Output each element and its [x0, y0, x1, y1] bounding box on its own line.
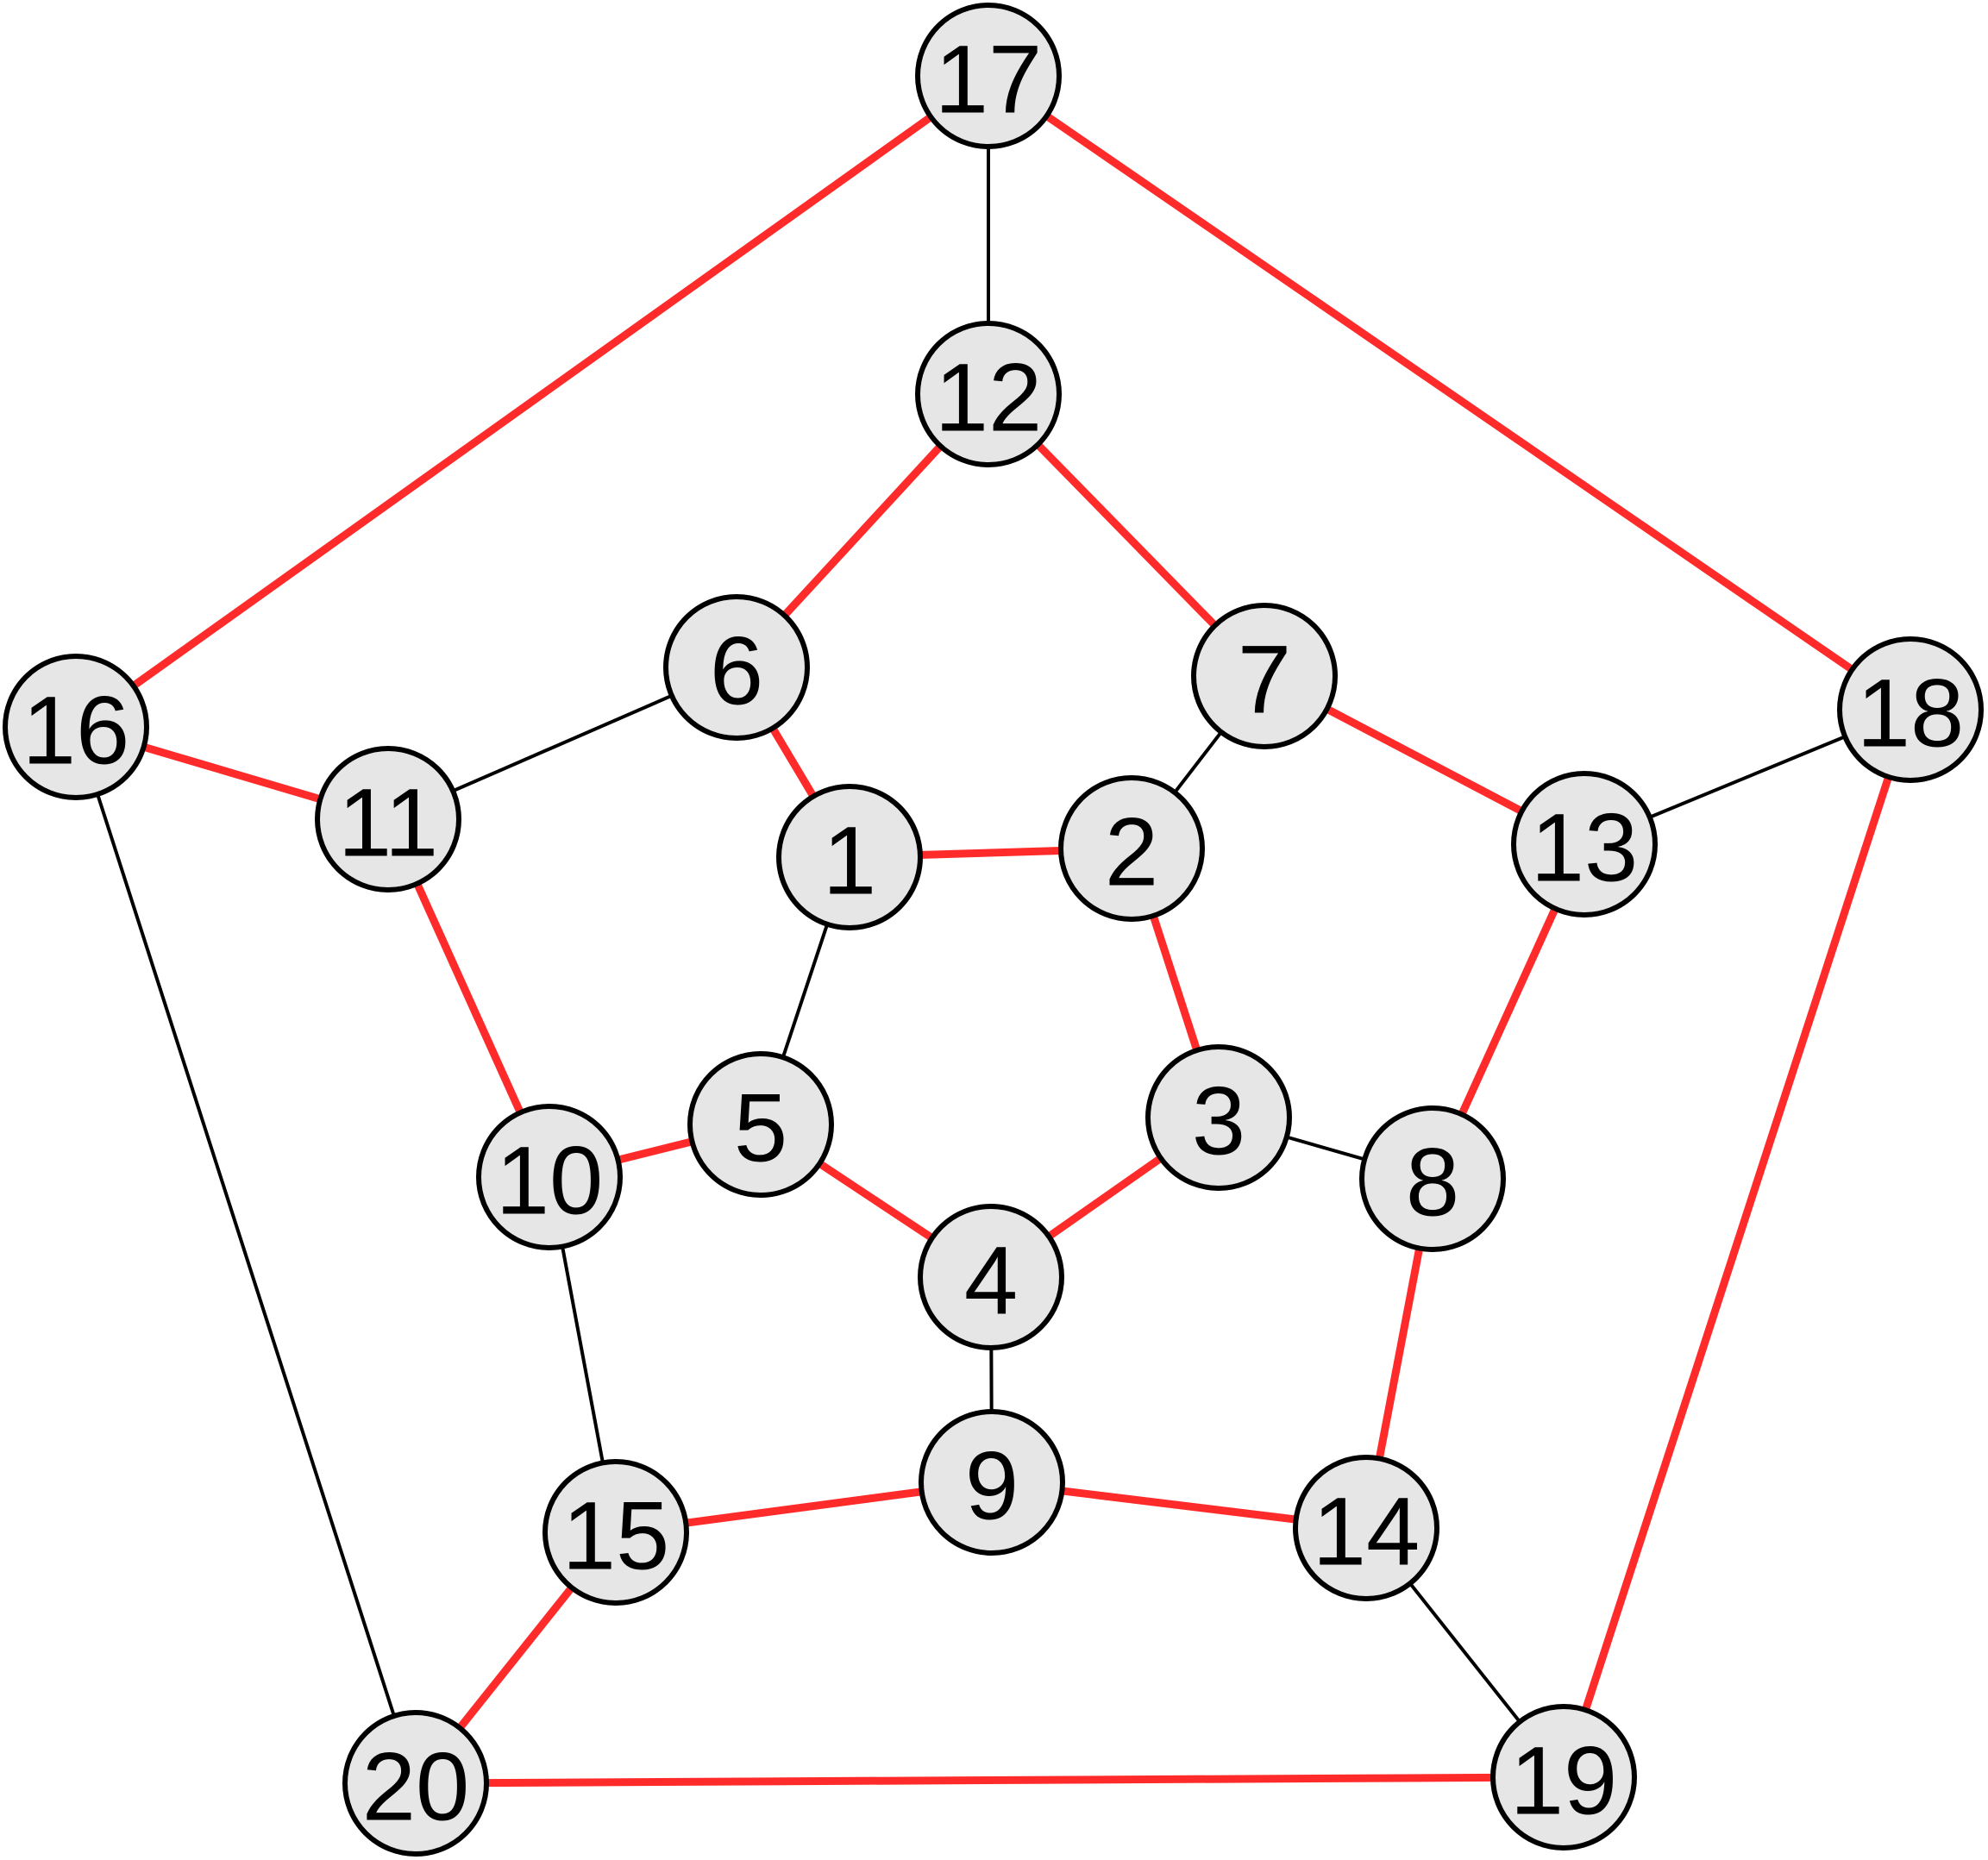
edge-16-17 [72, 72, 993, 731]
node-circle [1145, 1044, 1292, 1191]
node-11: 11 [315, 746, 461, 892]
node-label: 5 [734, 1074, 787, 1182]
node-label: 19 [1510, 1727, 1618, 1835]
node-circle [1359, 1105, 1506, 1252]
node-label: 10 [496, 1127, 604, 1235]
node-circle [1511, 771, 1658, 917]
edge-19-20 [411, 1773, 1568, 1788]
node-label: 3 [1192, 1068, 1245, 1175]
node-label: 1 [823, 807, 876, 915]
node-circle [476, 1104, 623, 1250]
node-circle [918, 1204, 1064, 1350]
node-circle [1490, 1704, 1637, 1851]
node-2: 2 [1058, 775, 1205, 922]
node-label: 12 [935, 344, 1043, 452]
node-1: 1 [776, 784, 923, 930]
node-circle [542, 1459, 689, 1606]
node-label: 8 [1406, 1129, 1459, 1237]
node-3: 3 [1145, 1044, 1292, 1191]
node-label: 11 [338, 769, 438, 877]
node-circle [915, 3, 1062, 149]
node-6: 6 [663, 594, 810, 741]
node-label: 4 [964, 1227, 1018, 1335]
edge-20-16 [74, 725, 417, 1785]
node-label: 6 [710, 617, 763, 725]
node-label: 20 [362, 1733, 470, 1841]
node-17: 17 [915, 3, 1062, 149]
edge-18-19 [1559, 705, 1915, 1782]
node-label: 18 [1857, 660, 1965, 767]
node-circle [1058, 775, 1205, 922]
node-8: 8 [1359, 1105, 1506, 1252]
node-circle [315, 746, 461, 892]
node-label: 2 [1105, 798, 1158, 906]
node-circle [342, 1710, 489, 1857]
node-label: 16 [22, 677, 130, 785]
node-circle [1293, 1455, 1439, 1601]
node-circle [687, 1051, 834, 1198]
node-label: 17 [935, 26, 1043, 134]
node-circle [1191, 603, 1338, 749]
node-5: 5 [687, 1051, 834, 1198]
node-14: 14 [1293, 1455, 1439, 1601]
node-9: 9 [919, 1409, 1065, 1556]
node-label: 9 [965, 1432, 1019, 1540]
node-circle [915, 321, 1062, 467]
node-label: 13 [1531, 794, 1639, 902]
node-12: 12 [915, 321, 1062, 467]
node-circle [663, 594, 810, 741]
node-4: 4 [918, 1204, 1064, 1350]
node-13: 13 [1511, 771, 1658, 917]
node-7: 7 [1191, 603, 1338, 749]
node-circle [919, 1409, 1065, 1556]
edge-17-18 [984, 72, 1915, 714]
node-18: 18 [1837, 636, 1984, 783]
node-19: 19 [1490, 1704, 1637, 1851]
node-10: 10 [476, 1104, 623, 1250]
node-circle [776, 784, 923, 930]
node-20: 20 [342, 1710, 489, 1857]
node-circle [1837, 636, 1984, 783]
node-label: 14 [1313, 1478, 1420, 1586]
node-15: 15 [542, 1459, 689, 1606]
node-label: 15 [562, 1482, 670, 1590]
node-16: 16 [3, 654, 149, 800]
node-circle [3, 654, 149, 800]
node-label: 7 [1238, 626, 1291, 734]
